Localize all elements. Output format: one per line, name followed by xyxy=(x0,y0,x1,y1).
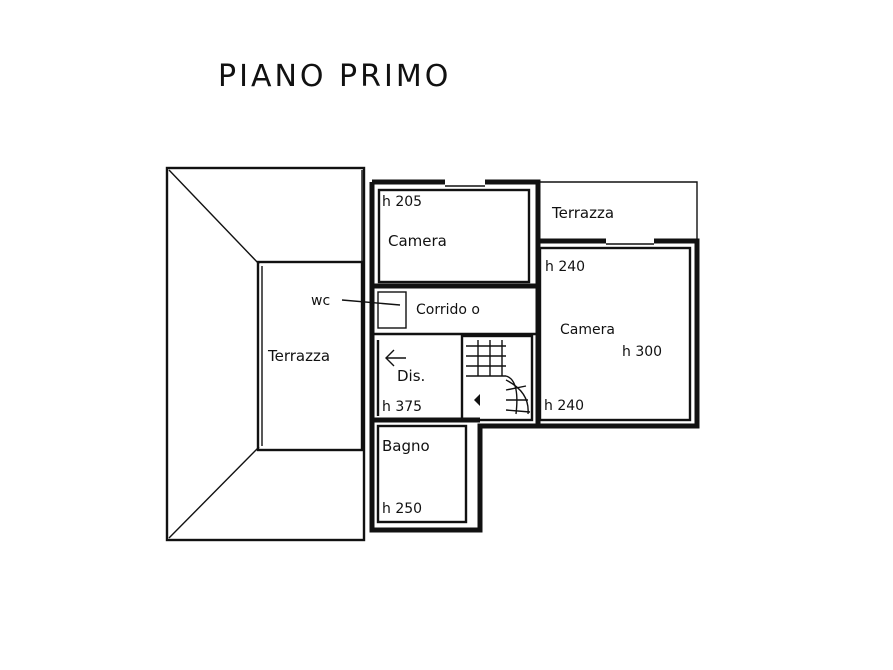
bagno-height: h 250 xyxy=(382,501,422,517)
stair-direction-arrow-icon xyxy=(474,394,480,406)
corridoio-label: Corrido o xyxy=(416,302,480,318)
camera-top-label: Camera xyxy=(388,232,447,250)
camera-right-label: Camera xyxy=(560,322,615,338)
wc-label: wc xyxy=(311,293,330,309)
camera-top-room xyxy=(377,188,531,284)
staircase xyxy=(460,334,534,422)
camera-top-height: h 205 xyxy=(382,194,422,210)
terrazza-left-label: Terrazza xyxy=(267,347,330,365)
camera-right-height-bottom: h 240 xyxy=(544,398,584,414)
dis-arrow-head-icon xyxy=(385,349,395,367)
bagno-label: Bagno xyxy=(382,437,430,455)
camera-right-height-top: h 240 xyxy=(545,259,585,275)
plan-title: PIANO PRIMO xyxy=(218,59,451,94)
bagno-room xyxy=(376,424,468,524)
left-roof-outline xyxy=(165,166,366,542)
wc-room xyxy=(377,291,407,329)
right-terrace-outline xyxy=(538,181,698,241)
camera-right-height-mid: h 300 xyxy=(622,344,662,360)
dis-room xyxy=(372,340,480,423)
wc-leader-line xyxy=(341,299,401,306)
main-building-walls xyxy=(369,179,700,533)
terrazza-right-label: Terrazza xyxy=(551,204,614,222)
dis-label: Dis. xyxy=(397,367,425,385)
left-terrace-outline xyxy=(256,260,364,452)
dis-height: h 375 xyxy=(382,399,422,415)
